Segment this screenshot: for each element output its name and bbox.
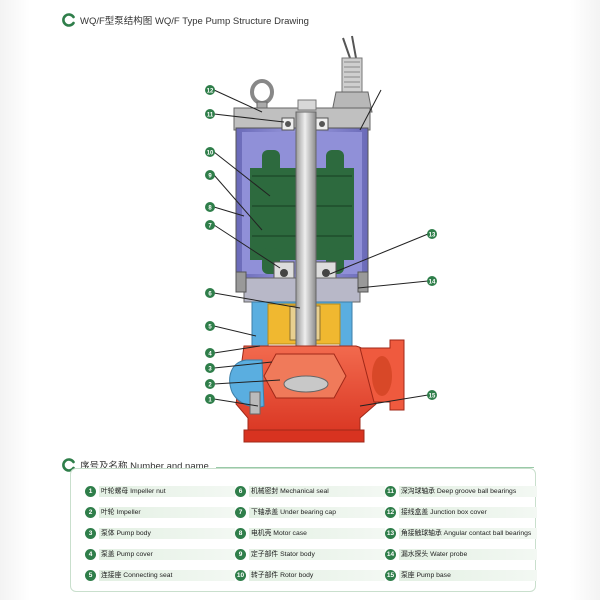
callout-1: 1 (205, 394, 215, 404)
svg-text:10: 10 (207, 150, 214, 156)
legend-number: 12 (385, 507, 396, 518)
legend-number: 9 (235, 549, 246, 560)
callout-8: 8 (205, 202, 215, 212)
callout-3: 3 (205, 363, 215, 373)
legend-item: 10 转子部件 Rotor body (235, 569, 385, 582)
legend-item: 12 接线盒盖 Junction box cover (385, 506, 537, 519)
callout-6: 6 (205, 288, 215, 298)
callout-10: 10 (205, 147, 215, 157)
cable-gland (331, 35, 373, 113)
lifting-eye (250, 79, 274, 113)
legend-number: 5 (85, 570, 96, 581)
section-marker-icon (62, 13, 75, 27)
callout-4: 4 (205, 348, 215, 358)
svg-text:3: 3 (208, 366, 212, 372)
legend-label: 定子部件 Stator body (249, 549, 385, 560)
legend-item: 14 漏水探头 Water probe (385, 548, 537, 561)
legend-label: 转子部件 Rotor body (249, 570, 385, 581)
legend-number: 11 (385, 486, 396, 497)
legend-label: 电机壳 Motor case (249, 528, 385, 539)
callout-11: 11 (205, 109, 215, 119)
legend-label: 深沟球轴承 Deep groove ball bearings (399, 486, 537, 497)
legend-item: 4 泵盖 Pump cover (85, 548, 235, 561)
legend-number: 13 (385, 528, 396, 539)
callout-15: 15 (427, 390, 437, 400)
legend-divider (216, 467, 534, 468)
svg-text:9: 9 (208, 173, 212, 179)
callout-5: 5 (205, 321, 215, 331)
legend-number: 4 (85, 549, 96, 560)
legend-label: 下轴承盖 Under bearing cap (249, 507, 385, 518)
legend-label: 泵盖 Pump cover (99, 549, 235, 560)
svg-text:11: 11 (207, 112, 214, 118)
legend-number: 10 (235, 570, 246, 581)
legend-label: 接线盒盖 Junction box cover (399, 507, 537, 518)
legend-label: 泵体 Pump body (99, 528, 235, 539)
legend-label: 机械密封 Mechanical seal (249, 486, 385, 497)
callout-9: 9 (205, 170, 215, 180)
callout-14: 14 (427, 276, 437, 286)
svg-text:6: 6 (208, 291, 212, 297)
legend-item: 2 叶轮 Impeller (85, 506, 235, 519)
callout-7: 7 (205, 220, 215, 230)
legend-number: 15 (385, 570, 396, 581)
svg-text:4: 4 (208, 351, 212, 357)
legend-label: 叶轮 Impeller (99, 507, 235, 518)
legend-number: 6 (235, 486, 246, 497)
legend-item: 1 叶轮螺母 Impeller nut (85, 485, 235, 498)
callout-12: 12 (205, 85, 215, 95)
svg-text:2: 2 (208, 382, 212, 388)
svg-text:14: 14 (429, 279, 436, 285)
legend-item: 7 下轴承盖 Under bearing cap (235, 506, 385, 519)
diagram-title: WQ/F型泵结构图 WQ/F Type Pump Structure Drawi… (80, 16, 309, 27)
legend-label: 角接触球轴承 Angular contact ball bearings (399, 528, 537, 539)
legend-number: 8 (235, 528, 246, 539)
callout-2: 2 (205, 379, 215, 389)
legend-number: 7 (235, 507, 246, 518)
legend-label: 连接座 Connecting seat (99, 570, 235, 581)
callout-markers: 12 11 10 9 8 7 6 5 4 3 2 1 13 14 15 (205, 85, 437, 404)
pump-volute (229, 339, 405, 443)
svg-text:13: 13 (429, 232, 436, 238)
leader-lines (213, 89, 429, 407)
diagram-header: WQ/F型泵结构图 WQ/F Type Pump Structure Drawi… (62, 13, 309, 27)
callout-13: 13 (427, 229, 437, 239)
legend-item: 9 定子部件 Stator body (235, 548, 385, 561)
legend-label: 漏水探头 Water probe (399, 549, 537, 560)
legend-item: 11 深沟球轴承 Deep groove ball bearings (385, 485, 537, 498)
legend-number: 2 (85, 507, 96, 518)
svg-text:12: 12 (207, 88, 214, 94)
legend-item: 13 角接触球轴承 Angular contact ball bearings (385, 527, 537, 540)
svg-text:7: 7 (208, 223, 212, 229)
svg-text:1: 1 (208, 397, 212, 403)
legend-item: 15 泵座 Pump base (385, 569, 537, 582)
legend-title: 序号及名称 Number and name (80, 461, 209, 472)
legend-item: 5 连接座 Connecting seat (85, 569, 235, 582)
legend-item: 3 泵体 Pump body (85, 527, 235, 540)
legend-item: 6 机械密封 Mechanical seal (235, 485, 385, 498)
legend-label: 泵座 Pump base (399, 570, 537, 581)
parts-legend: 1 叶轮螺母 Impeller nut 2 叶轮 Impeller 3 泵体 P… (70, 468, 537, 592)
pump-structure-drawing: 12 11 10 9 8 7 6 5 4 3 2 1 13 14 15 (205, 35, 437, 443)
svg-text:15: 15 (429, 393, 436, 399)
legend-number: 1 (85, 486, 96, 497)
shaft (295, 111, 317, 377)
legend-number: 3 (85, 528, 96, 539)
legend-item: 8 电机壳 Motor case (235, 527, 385, 540)
svg-text:5: 5 (208, 324, 212, 330)
svg-text:8: 8 (208, 205, 212, 211)
legend-label: 叶轮螺母 Impeller nut (99, 486, 235, 497)
legend-number: 14 (385, 549, 396, 560)
